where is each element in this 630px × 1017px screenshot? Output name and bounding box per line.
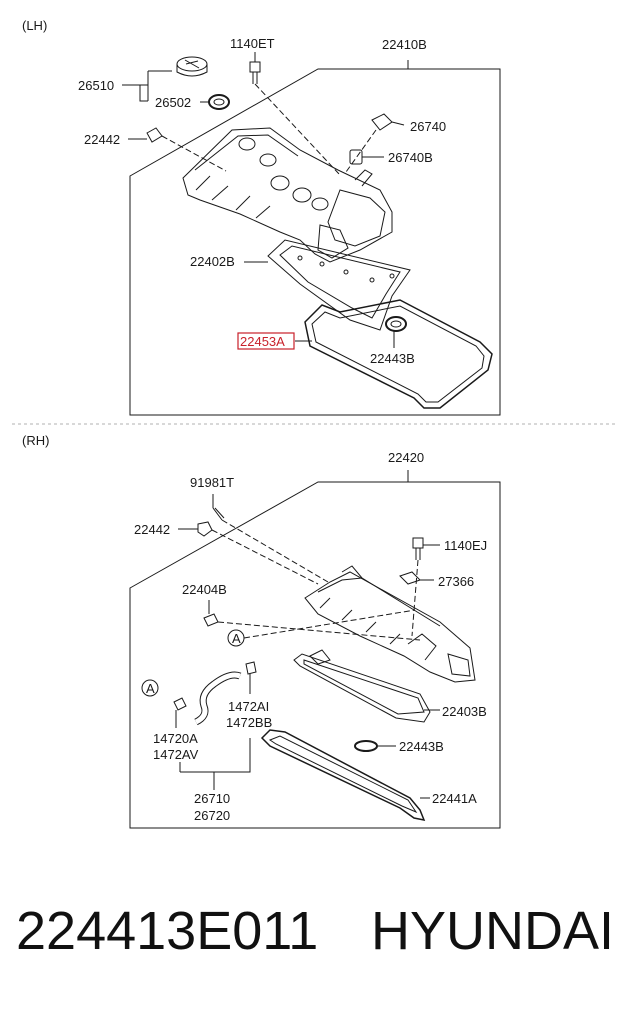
label-22420[interactable]: 22420 (388, 450, 424, 465)
label-26740B[interactable]: 26740B (388, 150, 433, 165)
section-label-rh: (RH) (22, 433, 49, 448)
gasket-22441A (260, 729, 430, 822)
highlight-box (237, 332, 295, 350)
pin-91981T (212, 494, 329, 583)
oil-filler-cap (176, 56, 208, 77)
label-26510[interactable]: 26510 (78, 78, 114, 93)
bracket-26710 (180, 738, 251, 773)
part-number-text: 224413E011 (16, 901, 319, 961)
marker-a-1-text: A (232, 631, 241, 646)
caption-bar: 224413E011 HYUNDAI (10, 900, 620, 980)
label-91981T[interactable]: 91981T (190, 475, 234, 490)
breather-hose (173, 661, 257, 728)
section-label-lh: (LH) (22, 18, 47, 33)
label-22441A[interactable]: 22441A (432, 791, 477, 806)
bracket-27366 (399, 571, 434, 585)
clip-22442-rh (178, 521, 319, 585)
sensor-26740 (345, 113, 405, 173)
brand-text: HYUNDAI (370, 901, 614, 961)
gasket-22402B (244, 239, 411, 331)
label-26710[interactable]: 26710 (194, 791, 230, 806)
label-1472BB[interactable]: 1472BB (226, 715, 272, 730)
label-22402B[interactable]: 22402B (190, 254, 235, 269)
label-1472AV[interactable]: 1472AV (153, 747, 199, 762)
label-1472AI[interactable]: 1472AI (228, 699, 269, 714)
grommet-22443B-rh (354, 740, 396, 752)
label-22443B-lh[interactable]: 22443B (370, 351, 415, 366)
rh-frame (129, 481, 501, 829)
label-27366[interactable]: 27366 (438, 574, 474, 589)
label-14720A[interactable]: 14720A (153, 731, 198, 746)
label-1140ET[interactable]: 1140ET (230, 36, 275, 51)
clip-22442-lh (128, 127, 227, 172)
label-26740[interactable]: 26740 (410, 119, 446, 134)
label-22442-lh[interactable]: 22442 (84, 132, 120, 147)
label-26502[interactable]: 26502 (155, 95, 191, 110)
grommet-22443B-lh (385, 316, 407, 348)
circle-marker-a-2 (141, 679, 159, 697)
lh-frame (129, 68, 501, 416)
label-22403B[interactable]: 22403B (442, 704, 487, 719)
label-22453A[interactable]: 22453A (240, 334, 285, 349)
label-26720[interactable]: 26720 (194, 808, 230, 823)
bolt-1140ET (249, 52, 341, 176)
label-22410B[interactable]: 22410B (382, 37, 427, 52)
valve-cover-lh (182, 127, 393, 263)
valve-22404B (203, 600, 421, 641)
marker-a-2-text: A (146, 681, 155, 696)
label-22404B[interactable]: 22404B (182, 582, 227, 597)
bracket-26510 (139, 84, 148, 102)
valve-cover-rh (304, 565, 476, 683)
gasket-22403B (293, 649, 440, 723)
boot-26740B (349, 149, 384, 165)
label-22443B-rh[interactable]: 22443B (399, 739, 444, 754)
gasket-22453A (295, 299, 493, 409)
label-1140EJ[interactable]: 1140EJ (444, 538, 487, 553)
bolt-1140EJ (411, 537, 440, 637)
label-22442-rh[interactable]: 22442 (134, 522, 170, 537)
seal-26502 (200, 94, 230, 110)
